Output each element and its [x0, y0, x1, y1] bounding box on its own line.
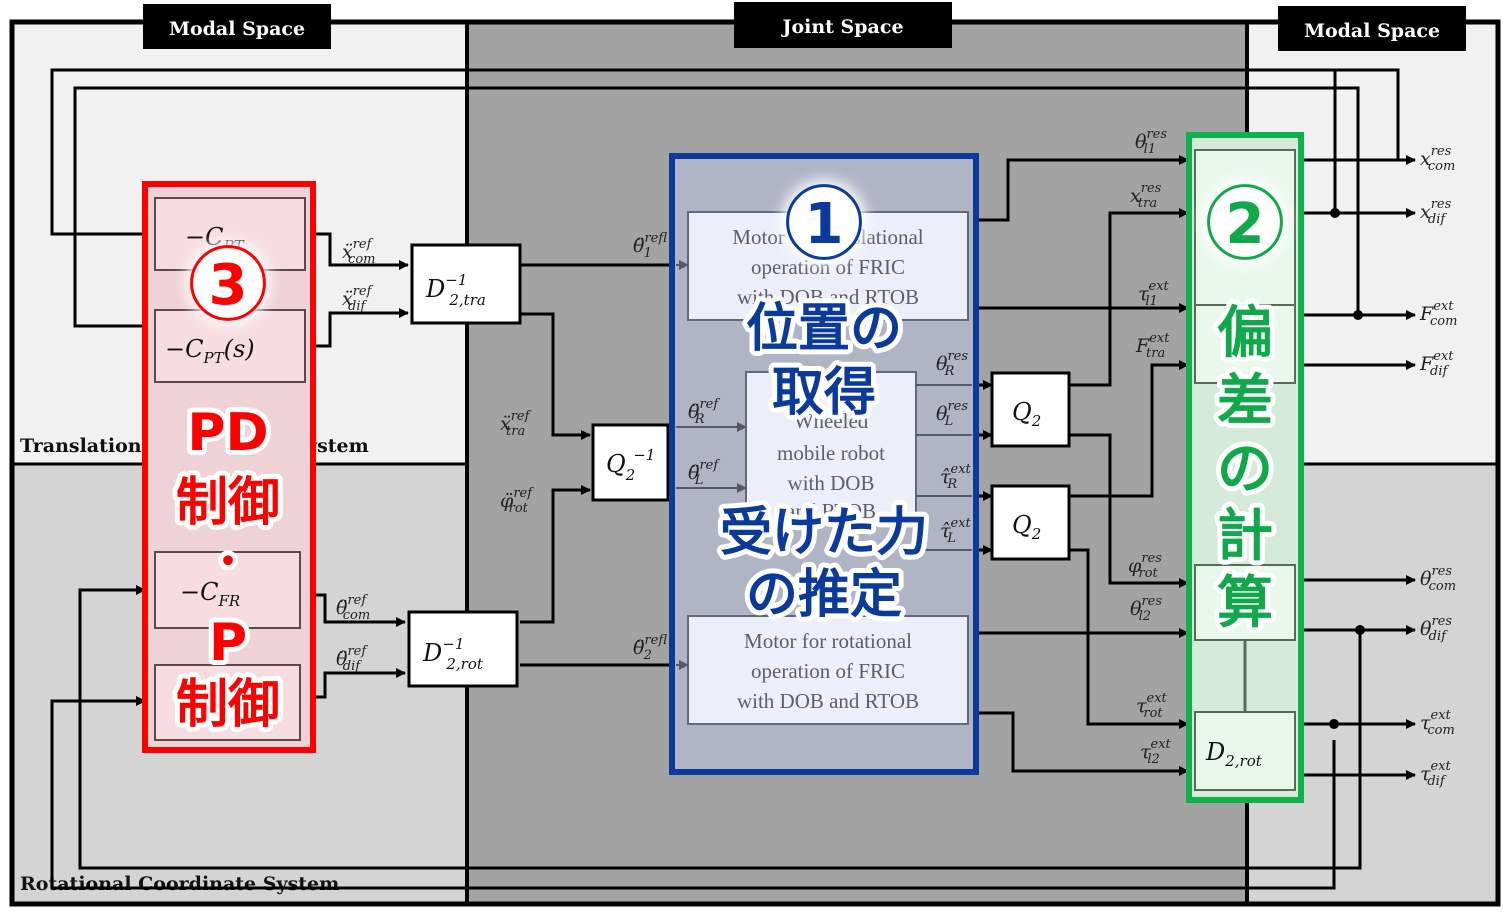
annotation-text-line: 取得 [772, 363, 876, 423]
header-modal-right-text: Modal Space [1304, 20, 1440, 42]
annotation-text-line: 受けた力 [720, 503, 928, 563]
block-d2-rot: D2,rot [1194, 711, 1296, 791]
robot-line-1: Wheeled [794, 409, 869, 433]
block-c-fr-top: −CFR [154, 551, 301, 629]
header-joint-space: Joint Space [734, 2, 952, 48]
annotation-text-line: 差 [1217, 369, 1273, 434]
block-q2-inverse: Q2−1 [591, 423, 670, 502]
svg-text:D2,rot: D2,rot [1205, 738, 1263, 770]
annotation-1-region: Motor for translational operation of FRI… [669, 153, 979, 775]
annotation-text-line: 位置の [746, 299, 902, 359]
block-q2-b: Q2 [990, 484, 1071, 561]
robot-line-3: with DOB [788, 471, 875, 495]
header-modal-space-right: Modal Space [1278, 6, 1466, 51]
block-q2-a: Q2 [990, 371, 1071, 448]
svg-text:Q2: Q2 [1012, 398, 1041, 430]
header-joint-text: Joint Space [780, 16, 903, 38]
svg-text:D−12,rot: D−12,rot [422, 635, 484, 673]
annotation-text-line: PD [187, 403, 268, 463]
motor-rotational-block: Motor for rotational operation of FRIC w… [687, 615, 969, 725]
annotation-text-line: ・ [208, 539, 248, 585]
svg-text:−CPT(s): −CPT(s) [165, 335, 255, 367]
header-modal-space-left: Modal Space [143, 4, 331, 49]
wheeled-robot-block: Wheeled mobile robot with DOB and RTOB [745, 371, 917, 525]
motor-rot-line-1: Motor for rotational [744, 629, 912, 653]
signal-wires [310, 155, 1416, 780]
motor-rot-line-2: operation of FRIC [751, 659, 905, 683]
annotation-number-circle [786, 184, 862, 260]
annotation-number: 3 [209, 253, 248, 318]
motor-rot-line-3: with DOB and RTOB [737, 689, 919, 713]
annotation-text-line: の [1217, 437, 1273, 502]
svg-text:Q2: Q2 [1012, 511, 1041, 543]
annotation-text-line: 算 [1217, 571, 1273, 636]
svg-text:−CFR: −CFR [180, 578, 240, 610]
annotation-number: 1 [805, 192, 844, 257]
annotation-number-circle [1207, 184, 1283, 260]
block-c-fr-bottom [154, 664, 301, 741]
annotation-text-line: P [209, 613, 247, 673]
feedback-wires [50, 68, 1400, 890]
annotation-text-line: 制御 [176, 473, 280, 533]
annotation-text-line: 計 [1217, 504, 1273, 569]
robot-line-2: mobile robot [777, 441, 885, 465]
motor-translational-block: Motor for translational operation of FRI… [687, 211, 969, 321]
annotation-text-line: の推定 [746, 565, 902, 625]
annotation-number: 2 [1226, 192, 1265, 257]
motor-trans-line-3: with DOB and RTOB [737, 285, 919, 309]
annotation-text-line: 制御 [176, 675, 280, 735]
annotation-number-circle [190, 245, 266, 321]
header-modal-left-text: Modal Space [169, 18, 305, 40]
robot-line-4: and RTOB [786, 499, 876, 523]
junction-dots [1329, 208, 1365, 729]
annotation-text-line: 偏 [1217, 301, 1273, 366]
rotational-system-label: Rotational Coordinate System [20, 873, 339, 895]
svg-text:D−12,tra: D−12,tra [425, 271, 486, 309]
svg-text:Q2−1: Q2−1 [606, 446, 655, 484]
